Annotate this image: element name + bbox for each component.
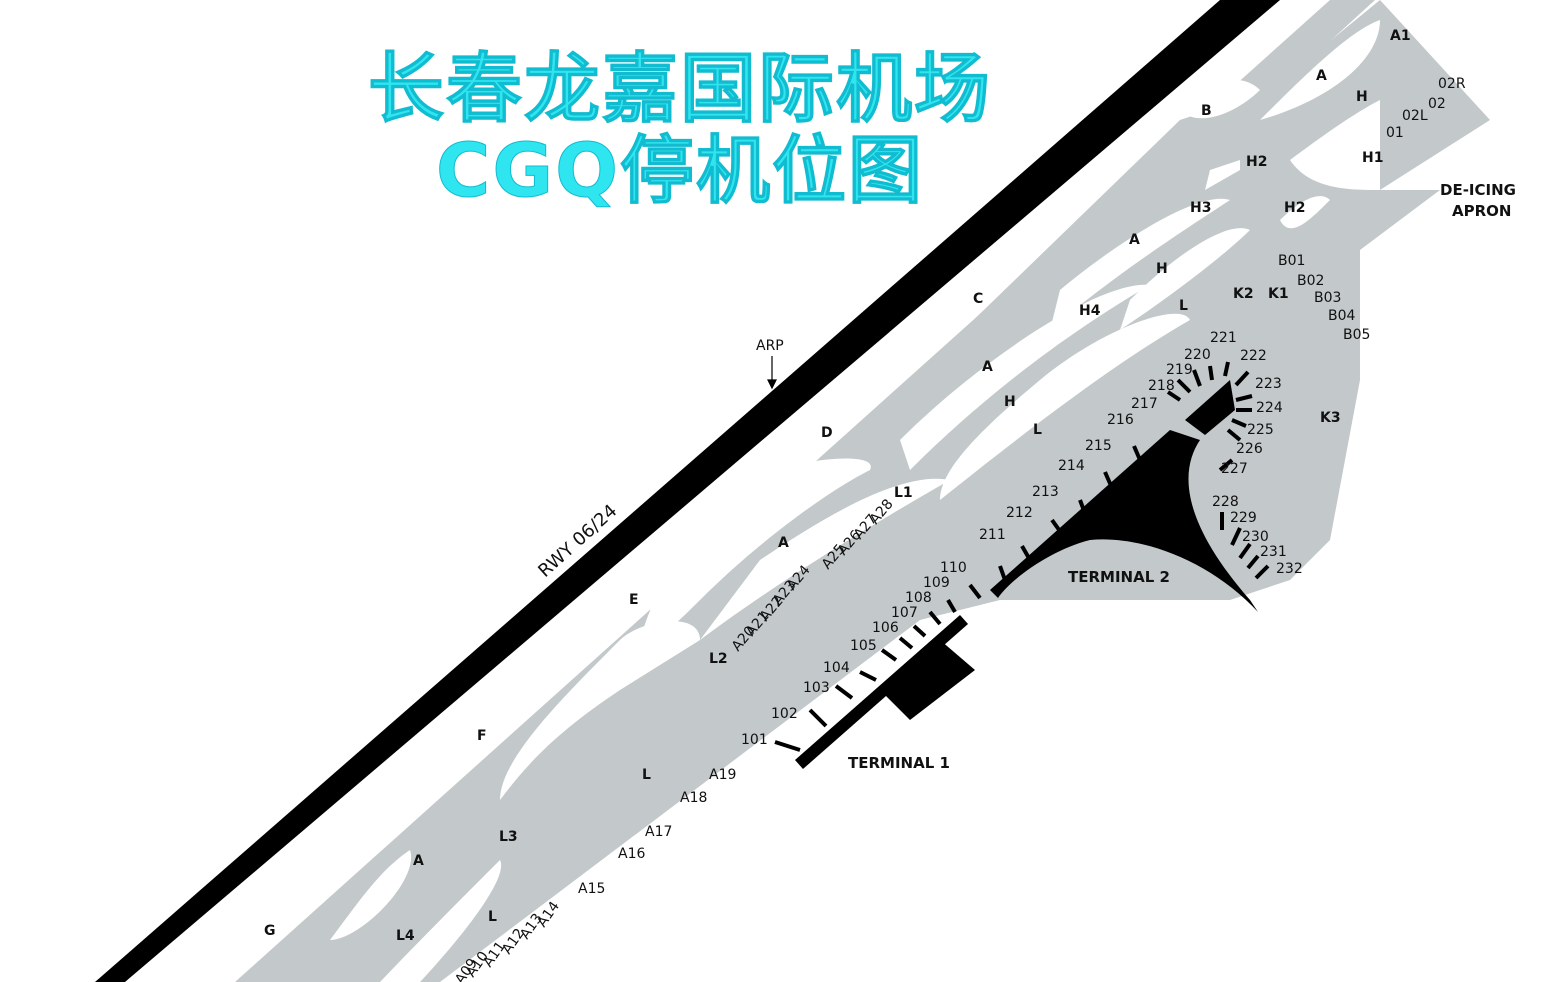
- stand-220: 220: [1184, 347, 1211, 363]
- runway-06-24: [95, 0, 1280, 982]
- taxiway-h-2: H: [1156, 261, 1168, 277]
- t1-jet-bridges: [774, 583, 982, 752]
- taxiway-a: A: [1316, 68, 1327, 84]
- stand-227: 227: [1221, 461, 1248, 477]
- taxiway-a-2: A: [1129, 232, 1140, 248]
- stand-107: 107: [891, 605, 918, 621]
- taxiway-h-3: H: [1004, 394, 1016, 410]
- grass-islands: [330, 20, 1380, 982]
- stand-218: 218: [1148, 378, 1175, 394]
- stand-230: 230: [1242, 529, 1269, 545]
- terminal-2-label: TERMINAL 2: [1068, 568, 1170, 586]
- taxiway-h2-north: H2: [1246, 154, 1267, 170]
- taxiway-a-4: A: [778, 535, 789, 551]
- stand-110: 110: [940, 560, 967, 576]
- taxiway-l3: L3: [499, 829, 518, 845]
- stand-106: 106: [872, 620, 899, 636]
- terminal-2-building: [990, 380, 1258, 612]
- taxiway-labels: A1 A H B H1 H2 H2 H3 A H C H4 L K2 K1 K3…: [264, 28, 1411, 944]
- stand-222: 222: [1240, 348, 1267, 364]
- taxiway-l2: L2: [709, 651, 728, 667]
- stand-103: 103: [803, 680, 830, 696]
- stand-219: 219: [1166, 362, 1193, 378]
- taxiway-k3: K3: [1320, 410, 1341, 426]
- taxiway-a-3: A: [982, 359, 993, 375]
- taxiway-l-2: L: [1033, 422, 1042, 438]
- stand-a19: A19: [709, 767, 736, 783]
- stand-b03: B03: [1314, 290, 1341, 306]
- deicing-label: DE-ICING: [1440, 181, 1516, 199]
- taxiway-a-5: A: [413, 853, 424, 869]
- taxiway-h3: H3: [1190, 200, 1211, 216]
- taxiway-h1: H1: [1362, 150, 1383, 166]
- taxiway-a1: A1: [1390, 28, 1411, 44]
- terminal-1-building: [795, 615, 975, 769]
- stand-02r: 02R: [1438, 76, 1466, 92]
- stand-214: 214: [1058, 458, 1085, 474]
- deicing-label-2: APRON: [1452, 202, 1511, 220]
- taxiway-l4: L4: [396, 928, 415, 944]
- taxiway-l-3: L: [642, 767, 651, 783]
- stand-101: 101: [741, 732, 768, 748]
- stand-02: 02: [1428, 96, 1446, 112]
- stand-b04: B04: [1328, 308, 1356, 324]
- stand-a18: A18: [680, 790, 707, 806]
- stand-b02: B02: [1297, 273, 1324, 289]
- arp-arrow: [767, 356, 777, 390]
- map-title: 长春龙嘉国际机场: [368, 44, 992, 134]
- stand-232: 232: [1276, 561, 1303, 577]
- stand-215: 215: [1085, 438, 1112, 454]
- taxiway-d: D: [821, 425, 833, 441]
- t2-jet-bridges: [998, 361, 1270, 581]
- stand-223: 223: [1255, 376, 1282, 392]
- stand-102: 102: [771, 706, 798, 722]
- stand-229: 229: [1230, 510, 1257, 526]
- stand-02l: 02L: [1402, 108, 1428, 124]
- map-subtitle: CGQ停机位图: [436, 128, 924, 215]
- stand-211: 211: [979, 527, 1006, 543]
- taxiway-f: F: [477, 728, 487, 744]
- stand-105: 105: [850, 638, 877, 654]
- taxiway-h: H: [1356, 89, 1368, 105]
- stand-104: 104: [823, 660, 850, 676]
- stand-225: 225: [1247, 422, 1274, 438]
- stand-213: 213: [1032, 484, 1059, 500]
- stand-224: 224: [1256, 400, 1283, 416]
- taxiway-k1: K1: [1268, 286, 1289, 302]
- taxiway-k2: K2: [1233, 286, 1254, 302]
- taxiway-l1: L1: [894, 485, 913, 501]
- stand-212: 212: [1006, 505, 1033, 521]
- stand-a17: A17: [645, 824, 672, 840]
- taxiway-e: E: [629, 592, 639, 608]
- taxiway-l: L: [1179, 298, 1188, 314]
- stand-108: 108: [905, 590, 932, 606]
- taxiway-l-4: L: [488, 909, 497, 925]
- taxiway-b: B: [1201, 103, 1212, 119]
- stand-109: 109: [923, 575, 950, 591]
- stand-a16: A16: [618, 846, 645, 862]
- taxiway-g: G: [264, 923, 276, 939]
- stand-216: 216: [1107, 412, 1134, 428]
- stand-217: 217: [1131, 396, 1158, 412]
- stand-a15: A15: [578, 881, 605, 897]
- stand-228: 228: [1212, 494, 1239, 510]
- taxiway-c: C: [973, 291, 983, 307]
- stand-b05: B05: [1343, 327, 1370, 343]
- stand-231: 231: [1260, 544, 1287, 560]
- terminal-1-label: TERMINAL 1: [848, 754, 950, 772]
- stand-221: 221: [1210, 330, 1237, 346]
- arp-label: ARP: [756, 338, 784, 354]
- taxiway-h4: H4: [1079, 303, 1101, 319]
- stand-b01: B01: [1278, 253, 1305, 269]
- stand-226: 226: [1236, 441, 1263, 457]
- taxiway-h2-south: H2: [1284, 200, 1305, 216]
- stand-01: 01: [1386, 125, 1404, 141]
